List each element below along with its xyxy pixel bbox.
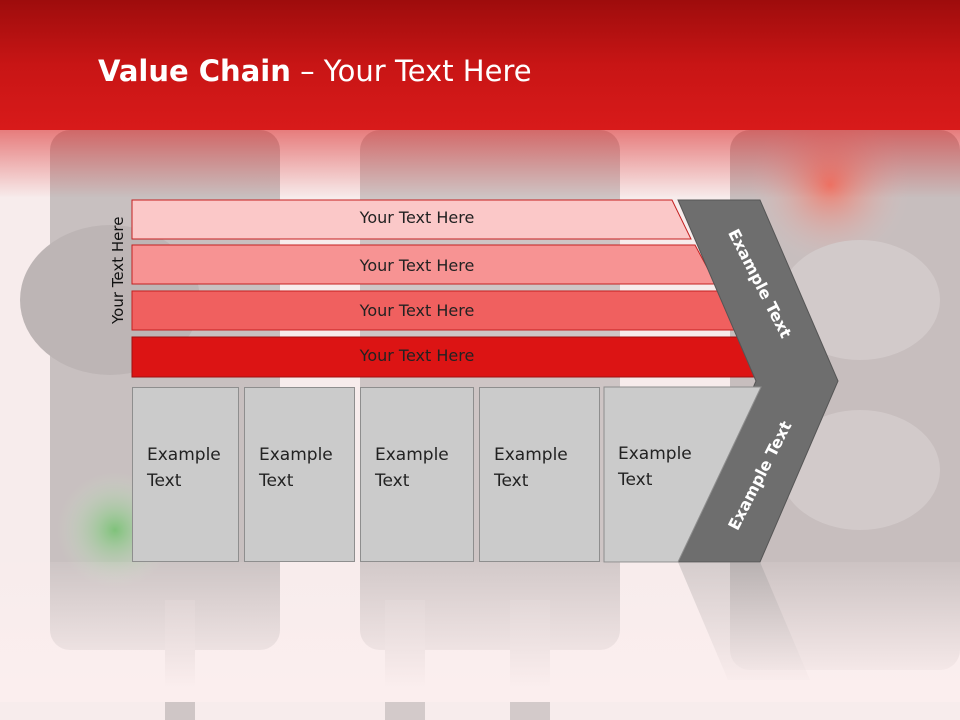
reflection-fade [0, 562, 960, 702]
bar-label-1: Your Text Here [359, 208, 475, 227]
column-4-line1: Example [494, 445, 568, 465]
column-3-line1: Example [375, 445, 449, 465]
title-bold: Value Chain [98, 54, 291, 88]
bar-label-4: Your Text Here [359, 346, 475, 365]
column-5-line2: Text [618, 470, 653, 490]
title-banner [0, 0, 960, 130]
column-3-line2: Text [375, 471, 410, 491]
page-title: Value Chain – Your Text Here [98, 54, 532, 88]
bar-shape-1 [131, 199, 692, 240]
banner-fade [0, 128, 960, 198]
column-1-line1: Example [147, 445, 221, 465]
column-2-line2: Text [259, 471, 294, 491]
column-4-line2: Text [494, 471, 529, 491]
bar-label-2: Your Text Here [359, 256, 475, 275]
column-5-line1: Example [618, 444, 692, 464]
title-rest: – Your Text Here [290, 54, 532, 88]
bar-label-3: Your Text Here [359, 301, 475, 320]
column-1-line2: Text [147, 471, 182, 491]
column-2-line1: Example [259, 445, 333, 465]
